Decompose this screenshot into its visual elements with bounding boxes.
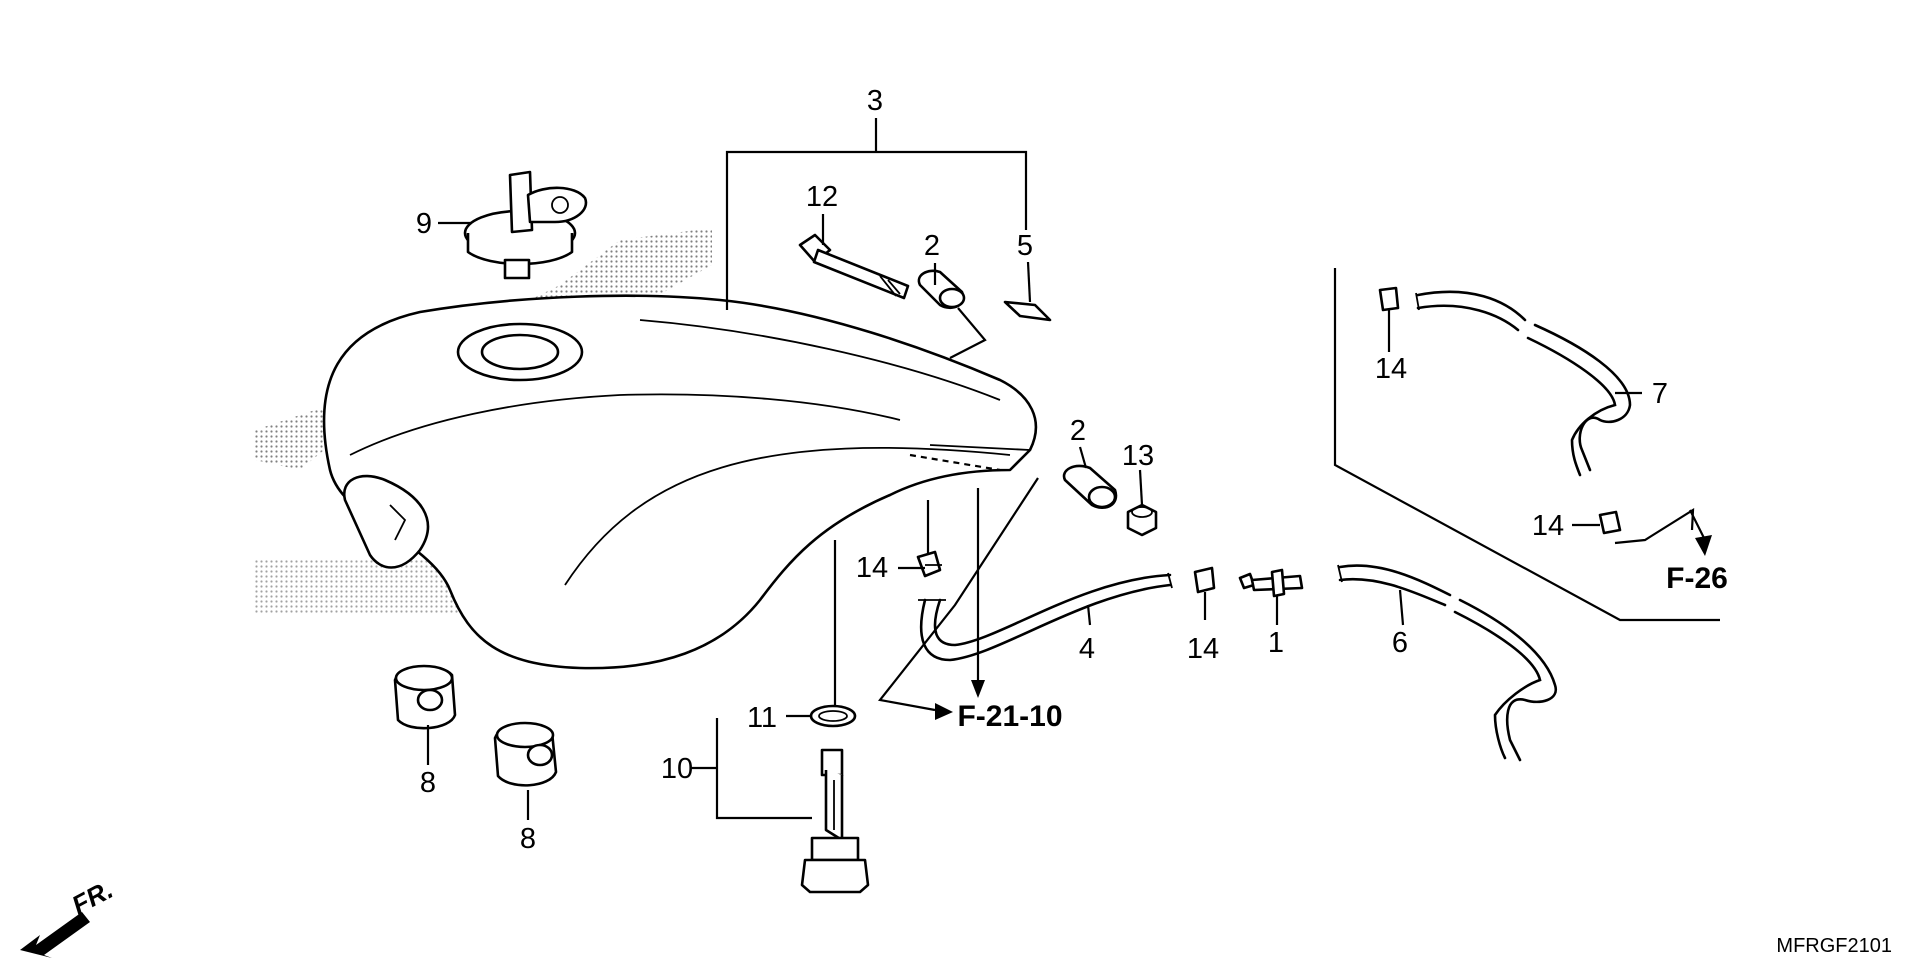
hose-clip-center (916, 550, 942, 578)
breather-hose-upper (1415, 290, 1632, 477)
callout-14-upper-right: 14 (1375, 353, 1407, 385)
callout-8-right: 8 (520, 823, 536, 855)
o-ring (809, 704, 857, 728)
fuel-cap (463, 170, 588, 280)
callout-12: 12 (806, 181, 838, 213)
filler-neck-opening (480, 333, 560, 371)
callout-14-center: 14 (856, 552, 888, 584)
bracket-group-10 (715, 718, 812, 820)
callout-2-top: 2 (924, 230, 940, 262)
reference-f-26: F-26 (1666, 562, 1728, 595)
callout-5: 5 (1017, 230, 1033, 262)
seal-strip (1003, 300, 1052, 322)
rubber-mount-right (493, 721, 558, 787)
callout-9: 9 (416, 208, 432, 240)
key-icon (508, 170, 534, 234)
callout-2-lower: 2 (1070, 415, 1086, 447)
callout-8-left: 8 (420, 767, 436, 799)
callout-labels: 3 12 2 5 9 2 13 14 4 14 1 6 14 7 14 8 8 … (416, 85, 1668, 855)
hose-joint (1238, 568, 1304, 598)
callout-13: 13 (1122, 440, 1154, 472)
callout-11: 11 (747, 702, 777, 734)
group-frame-right (1333, 268, 1720, 622)
callout-7: 7 (1652, 378, 1668, 410)
breather-hose-lower (1337, 564, 1558, 762)
hose-clip-upper-right (1378, 286, 1400, 312)
nut (1126, 503, 1158, 537)
hose-clip-lower-right (1598, 510, 1622, 535)
rubber-mount-left (393, 664, 457, 730)
collar-top (917, 269, 966, 310)
drawing-code: MFRGF2101 (1776, 935, 1892, 957)
fuel-tank (322, 294, 1038, 670)
leader-lines (426, 214, 1712, 820)
fuel-level-sender (800, 704, 870, 894)
reference-f-21-10: F-21-10 (957, 700, 1062, 733)
callout-1: 1 (1268, 627, 1284, 659)
front-indicator-label: FR. (67, 874, 118, 920)
callout-14-lower-right: 14 (1532, 510, 1564, 542)
callout-10: 10 (661, 753, 693, 785)
callout-3: 3 (867, 85, 883, 117)
callout-6: 6 (1392, 627, 1408, 659)
callout-14-mid: 14 (1187, 633, 1219, 665)
front-arrow-icon (20, 912, 90, 958)
mounting-bolt (798, 233, 910, 300)
callout-4: 4 (1079, 633, 1095, 665)
collar-lower (1062, 464, 1118, 510)
hose-clip-mid (1193, 566, 1216, 594)
drain-hose (918, 572, 1173, 662)
